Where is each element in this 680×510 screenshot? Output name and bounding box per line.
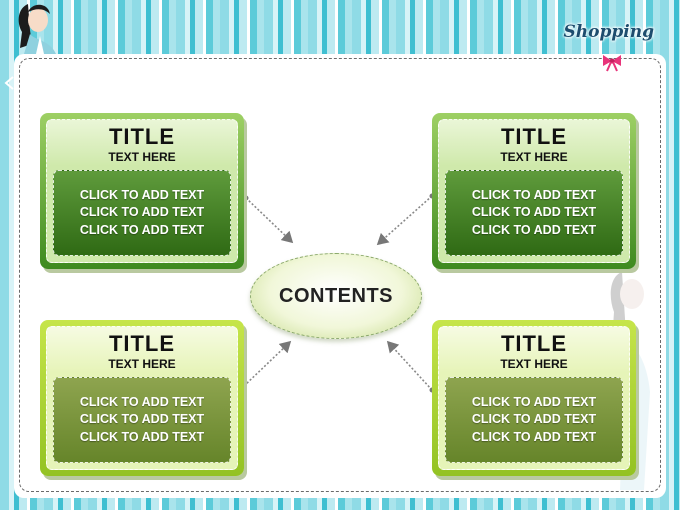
brand-title: Shopping <box>563 22 654 42</box>
card-inner: TITLE TEXT HERE CLICK TO ADD TEXT CLICK … <box>438 326 630 470</box>
card-body[interactable]: CLICK TO ADD TEXT CLICK TO ADD TEXT CLIC… <box>53 170 231 256</box>
card-inner: TITLE TEXT HERE CLICK TO ADD TEXT CLICK … <box>438 119 630 263</box>
card-title[interactable]: TITLE <box>108 331 176 356</box>
card-text-line[interactable]: CLICK TO ADD TEXT <box>471 222 597 237</box>
card-text-line[interactable]: CLICK TO ADD TEXT <box>79 222 205 237</box>
card-body[interactable]: CLICK TO ADD TEXT CLICK TO ADD TEXT CLIC… <box>53 377 231 463</box>
girl-illustration-icon <box>18 4 56 54</box>
card-text-line[interactable]: CLICK TO ADD TEXT <box>79 187 205 202</box>
card-text-line[interactable]: CLICK TO ADD TEXT <box>471 187 597 202</box>
card-bottom-right[interactable]: TITLE TEXT HERE CLICK TO ADD TEXT CLICK … <box>432 320 636 476</box>
card-text-line[interactable]: CLICK TO ADD TEXT <box>79 412 205 427</box>
card-top-right[interactable]: TITLE TEXT HERE CLICK TO ADD TEXT CLICK … <box>432 113 636 269</box>
card-text-line[interactable]: CLICK TO ADD TEXT <box>471 394 597 409</box>
arrow-left-icon <box>4 76 14 90</box>
card-body[interactable]: CLICK TO ADD TEXT CLICK TO ADD TEXT CLIC… <box>445 377 623 463</box>
card-text-line[interactable]: CLICK TO ADD TEXT <box>471 412 597 427</box>
bow-icon <box>603 55 621 72</box>
card-text-line[interactable]: CLICK TO ADD TEXT <box>79 394 205 409</box>
contents-label[interactable]: CONTENTS <box>279 284 393 307</box>
card-text-line[interactable]: CLICK TO ADD TEXT <box>79 205 205 220</box>
card-body[interactable]: CLICK TO ADD TEXT CLICK TO ADD TEXT CLIC… <box>445 170 623 256</box>
contents-ellipse[interactable]: CONTENTS <box>250 253 422 339</box>
card-inner: TITLE TEXT HERE CLICK TO ADD TEXT CLICK … <box>46 326 238 470</box>
card-title[interactable]: TITLE <box>500 331 568 356</box>
card-title[interactable]: TITLE <box>500 124 568 149</box>
card-subtitle[interactable]: TEXT HERE <box>108 150 176 164</box>
card-bottom-left[interactable]: TITLE TEXT HERE CLICK TO ADD TEXT CLICK … <box>40 320 244 476</box>
card-text-line[interactable]: CLICK TO ADD TEXT <box>79 429 205 444</box>
card-inner: TITLE TEXT HERE CLICK TO ADD TEXT CLICK … <box>46 119 238 263</box>
card-text-line[interactable]: CLICK TO ADD TEXT <box>471 205 597 220</box>
card-top-left[interactable]: TITLE TEXT HERE CLICK TO ADD TEXT CLICK … <box>40 113 244 269</box>
panel-dashed-border <box>19 58 661 492</box>
card-subtitle[interactable]: TEXT HERE <box>500 150 568 164</box>
card-subtitle[interactable]: TEXT HERE <box>500 357 568 371</box>
card-subtitle[interactable]: TEXT HERE <box>108 357 176 371</box>
card-title[interactable]: TITLE <box>108 124 176 149</box>
card-text-line[interactable]: CLICK TO ADD TEXT <box>471 429 597 444</box>
